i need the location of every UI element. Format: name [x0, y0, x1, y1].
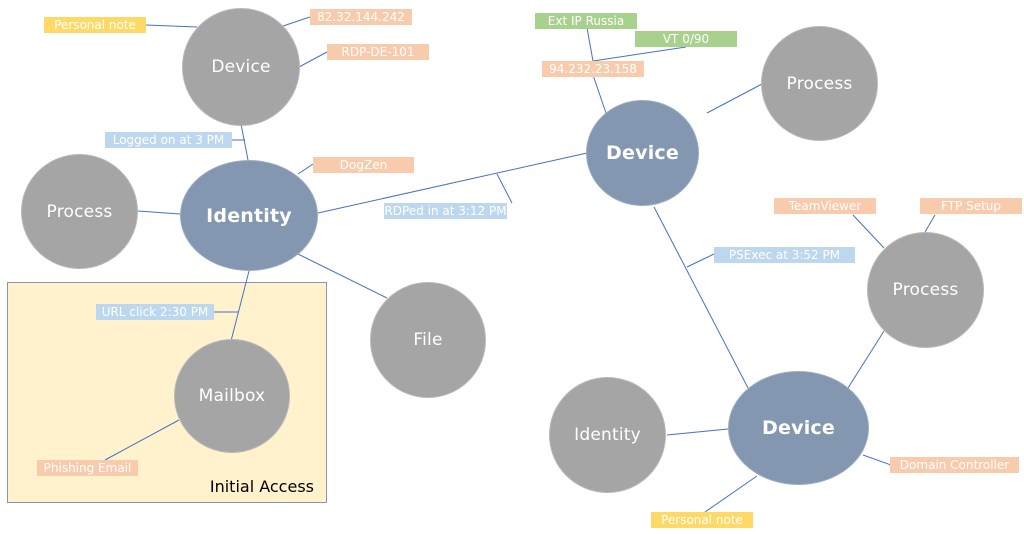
edge-identity-mailbox: [230, 270, 250, 342]
node-label: Identity: [206, 204, 292, 227]
edge-device-remote-process-top-right: [706, 83, 763, 114]
edge-device-top-rdp-de-101: [298, 51, 328, 68]
file-node[interactable]: File: [370, 282, 486, 398]
edge-device-top-ip-82: [282, 16, 311, 27]
edge-identity-file: [297, 253, 388, 299]
device-node-dc[interactable]: Device: [728, 371, 869, 485]
node-label: Mailbox: [198, 386, 266, 406]
personal-note-tag[interactable]: Personal note: [44, 17, 146, 33]
node-label: Identity: [574, 425, 641, 445]
process-node-left[interactable]: Process: [21, 154, 138, 269]
node-label: Device: [606, 142, 679, 164]
psexec-event-tag[interactable]: PSExec at 3:52 PM: [714, 247, 855, 263]
node-label: Process: [786, 73, 853, 94]
node-label: File: [413, 330, 443, 350]
domain-controller-tag[interactable]: Domain Controller: [890, 457, 1019, 473]
logged-on-event-tag[interactable]: Logged on at 3 PM: [105, 132, 232, 148]
process-node-right[interactable]: Process: [867, 232, 984, 348]
edge-process-right-ftp: [924, 214, 936, 233]
node-label: Process: [892, 280, 959, 300]
ftp-setup-tag[interactable]: FTP Setup: [920, 198, 1022, 214]
personal-note-tag[interactable]: Personal note: [651, 512, 753, 528]
rdp-event-tag[interactable]: RDPed in at 3:12 PM: [384, 203, 507, 219]
phishing-email-tag[interactable]: Phishing Email: [37, 460, 138, 476]
edge-device-dc-domain-controller: [862, 454, 892, 466]
edge-identity-device-remote: [317, 152, 588, 214]
edge-process-right-teamviewer: [852, 214, 885, 249]
edge-device-dc-identity-bottom: [666, 428, 729, 436]
hostname-tag[interactable]: RDP-DE-101: [327, 44, 429, 60]
username-tag[interactable]: DogZen: [313, 157, 414, 173]
mailbox-node[interactable]: Mailbox: [174, 339, 290, 453]
remote-ip-tag[interactable]: 94.232.23.158: [542, 61, 644, 77]
ip-address-tag[interactable]: 82.32.144.242: [310, 9, 412, 25]
node-label: Device: [762, 417, 835, 439]
identity-node-main[interactable]: Identity: [180, 160, 318, 271]
virustotal-tag[interactable]: VT 0/90: [635, 31, 737, 47]
edge-device-top-personal-note: [145, 24, 198, 28]
device-node-remote[interactable]: Device: [586, 100, 699, 206]
edge-psexec-tick: [686, 253, 715, 268]
group-label: Initial Access: [209, 477, 314, 496]
edge-device-remote-device-dc: [653, 206, 749, 389]
url-click-event-tag[interactable]: URL click 2:30 PM: [96, 304, 214, 320]
edge-device-top-identity: [240, 123, 249, 161]
edge-ip94-ext-ip: [586, 27, 594, 62]
teamviewer-tag[interactable]: TeamViewer: [774, 198, 876, 214]
process-node-top-right[interactable]: Process: [761, 26, 878, 141]
identity-node-bottom[interactable]: Identity: [549, 377, 666, 493]
node-label: Device: [211, 57, 271, 77]
device-node-top[interactable]: Device: [182, 8, 300, 126]
geo-intel-tag[interactable]: Ext IP Russia: [535, 13, 637, 29]
edge-rdped-tick: [496, 173, 513, 204]
edge-identity-dogzen: [297, 163, 314, 175]
edge-ip94-vt: [592, 46, 687, 62]
edge-process-right-device-dc: [847, 330, 885, 389]
edge-device-remote-ip-94: [592, 74, 607, 114]
edge-device-dc-personal-note: [704, 475, 758, 513]
edge-mailbox-phishing: [104, 419, 180, 461]
node-label: Process: [46, 201, 113, 222]
edge-identity-process-left: [137, 210, 181, 215]
